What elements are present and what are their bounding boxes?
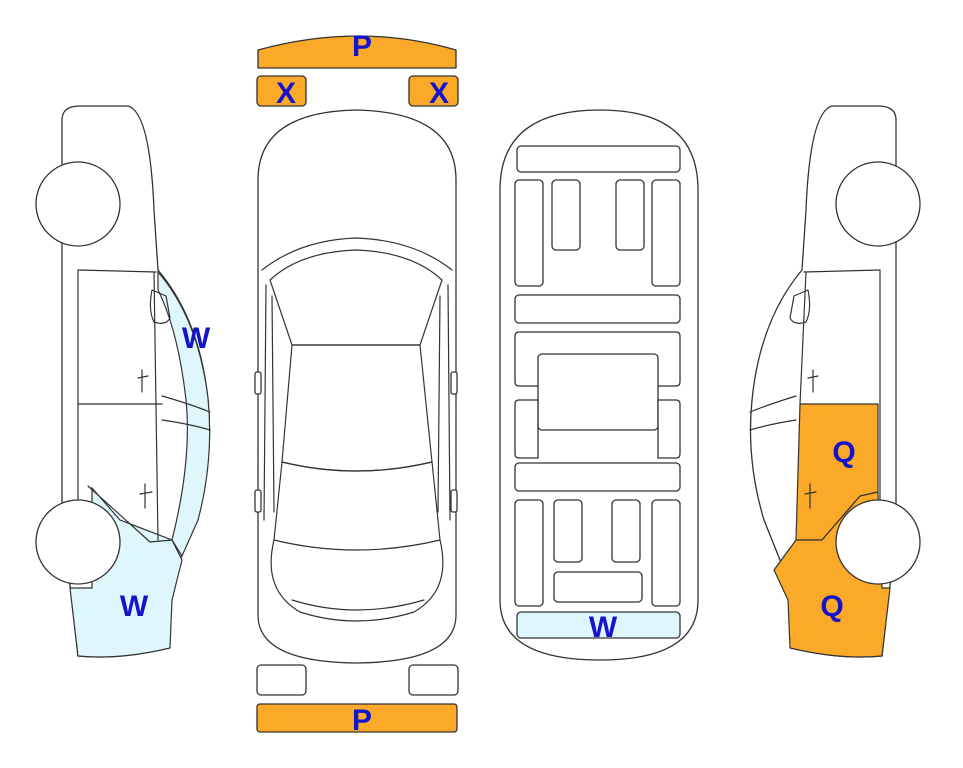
left-headlamp-label: X [276, 77, 296, 110]
right-side-view: Q Q [750, 106, 920, 657]
left-side-view: W W [36, 106, 211, 657]
right-rear-wheel[interactable] [836, 500, 920, 584]
right-front-fender-label: Q [820, 590, 843, 623]
underbody-view: W [500, 110, 698, 660]
left-rear-wheel[interactable] [36, 500, 120, 584]
left-windshield-pillar-label: W [182, 322, 211, 355]
rear-bumper-label: P [352, 704, 372, 737]
right-taillamp[interactable] [409, 665, 458, 695]
right-front-door-label: Q [832, 436, 855, 469]
front-bumper-label: P [352, 30, 372, 63]
left-front-fender-label: W [120, 590, 149, 623]
top-view: P X X P [255, 30, 458, 737]
left-front-wheel[interactable] [36, 162, 120, 246]
underbody-front-label: W [589, 611, 618, 644]
left-taillamp[interactable] [257, 665, 306, 695]
top-view-body [258, 110, 456, 663]
right-front-wheel[interactable] [836, 162, 920, 246]
right-headlamp-label: X [429, 77, 449, 110]
